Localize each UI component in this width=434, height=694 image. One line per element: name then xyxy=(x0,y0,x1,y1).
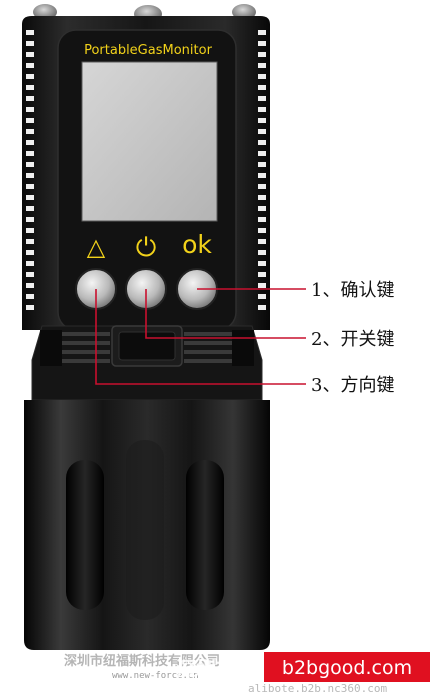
vent-rib xyxy=(258,41,266,46)
key-symbols: △ ⏻ ok xyxy=(87,230,213,263)
vent-rib xyxy=(258,151,266,156)
collar-slats xyxy=(62,332,232,363)
vent-rib xyxy=(26,74,34,79)
vent-rib xyxy=(258,239,266,244)
clip-collar xyxy=(31,325,263,401)
vent-rib xyxy=(258,129,266,134)
leader-line-power xyxy=(145,289,306,339)
vent-rib xyxy=(26,261,34,266)
vent-rib xyxy=(26,294,34,299)
callout-label-power: 2、开关键 xyxy=(311,329,394,350)
vent-rib xyxy=(26,140,34,145)
side-ventilation-ribs xyxy=(26,30,266,310)
callout-leader-lines xyxy=(95,288,306,385)
vent-rib xyxy=(258,294,266,299)
vent-rib xyxy=(258,250,266,255)
leader-line-direction xyxy=(95,289,306,385)
vent-rib xyxy=(26,228,34,233)
collar-slat xyxy=(184,350,232,354)
vent-rib xyxy=(258,63,266,68)
vent-rib xyxy=(26,217,34,222)
vent-rib xyxy=(258,85,266,90)
vent-rib xyxy=(26,85,34,90)
vent-rib xyxy=(26,239,34,244)
vent-rib xyxy=(258,195,266,200)
footer-watermark: 深圳市纽福斯科技有限公司 www.new-force.cn 深圳市纽 b2bgo… xyxy=(64,652,430,694)
collar-slat xyxy=(62,359,110,363)
vent-rib xyxy=(26,272,34,277)
grip-groove-right xyxy=(186,460,224,610)
device-title: PortableGasMonitor xyxy=(84,43,212,58)
vent-rib xyxy=(26,129,34,134)
vent-rib xyxy=(26,305,34,310)
collar-slat xyxy=(62,341,110,345)
vent-rib xyxy=(258,184,266,189)
vent-rib xyxy=(26,173,34,178)
vent-rib xyxy=(258,217,266,222)
vent-rib xyxy=(258,162,266,167)
vent-rib xyxy=(26,30,34,35)
vent-rib xyxy=(258,118,266,123)
brand-subtitle: alibote.b2b.nc360.com xyxy=(248,682,387,694)
lcd-screen xyxy=(81,61,218,222)
vent-rib xyxy=(258,272,266,277)
vent-rib xyxy=(26,283,34,288)
vent-rib xyxy=(26,151,34,156)
brand-badge xyxy=(264,652,430,682)
vent-rib xyxy=(258,30,266,35)
power-icon: ⏻ xyxy=(136,233,157,263)
vent-rib xyxy=(26,250,34,255)
vent-rib xyxy=(26,107,34,112)
vent-rib xyxy=(258,305,266,310)
vent-rib xyxy=(26,162,34,167)
vent-rib xyxy=(26,184,34,189)
vent-rib xyxy=(258,173,266,178)
vent-rib xyxy=(26,206,34,211)
watermark-cn: 深圳市纽 xyxy=(176,657,256,681)
callout-label-direction: 3、方向键 xyxy=(311,375,394,396)
grip-groove-left xyxy=(66,460,104,610)
vent-rib xyxy=(26,118,34,123)
vent-rib xyxy=(26,195,34,200)
callout-label-confirm: 1、确认键 xyxy=(311,280,394,301)
ok-icon: ok xyxy=(182,230,212,259)
footer-company: 深圳市纽福斯科技有限公司 xyxy=(64,653,220,669)
collar-slat xyxy=(62,350,110,354)
vent-rib xyxy=(258,261,266,266)
vent-rib xyxy=(26,63,34,68)
brand-name: b2bgood.com xyxy=(282,657,412,679)
vent-rib xyxy=(258,140,266,145)
vent-rib xyxy=(26,96,34,101)
collar-slat xyxy=(184,341,232,345)
vent-rib xyxy=(258,107,266,112)
vent-rib xyxy=(258,228,266,233)
vent-rib xyxy=(26,52,34,57)
collar-slat xyxy=(62,332,110,336)
callout-labels: 1、确认键 2、开关键 3、方向键 xyxy=(311,280,394,396)
vent-rib xyxy=(258,96,266,101)
collar-slat xyxy=(184,332,232,336)
footer-website: www.new-force.cn xyxy=(112,671,199,681)
vent-rib xyxy=(258,52,266,57)
vent-rib xyxy=(26,41,34,46)
collar-slat xyxy=(184,359,232,363)
up-arrow-icon: △ xyxy=(87,233,106,261)
vent-rib xyxy=(258,74,266,79)
vent-rib xyxy=(258,206,266,211)
vent-rib xyxy=(258,283,266,288)
